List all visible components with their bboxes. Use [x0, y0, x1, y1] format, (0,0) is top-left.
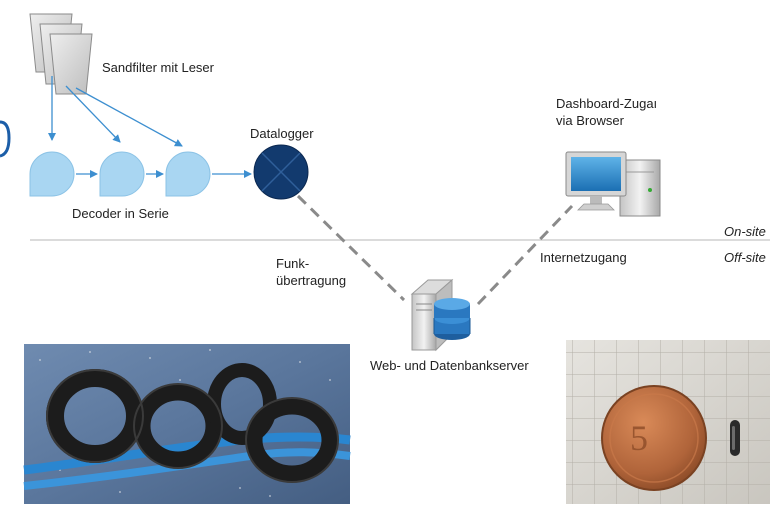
svg-text:5: 5 — [630, 418, 648, 458]
decoder-circle-icon — [29, 151, 211, 197]
server-label: Web- und Datenbankserver — [370, 358, 529, 373]
internet-link — [476, 204, 574, 306]
sandfilter-label: Sandfilter mit Leser — [102, 60, 214, 75]
radio-link — [296, 194, 406, 302]
funk-label-line2: übertragung — [276, 273, 347, 288]
onsite-label: On-site — [724, 224, 766, 239]
filter-arrows — [48, 76, 183, 147]
datalogger-label: Datalogger — [250, 126, 314, 141]
funk-label-line1: Funk- — [276, 256, 310, 271]
paper-stack-icon — [29, 13, 93, 95]
decoder-label: Decoder in Serie — [72, 206, 169, 221]
dashboard-label-line1: Dashboard-Zugaı — [556, 96, 658, 111]
dashboard-label-line2: via Browser — [556, 113, 624, 128]
edge-bracket-glyph — [0, 120, 11, 158]
database-server-icon — [410, 278, 471, 352]
reader-coils-photo — [23, 344, 351, 504]
desktop-computer-icon — [565, 151, 661, 217]
offsite-label: Off-site — [724, 250, 766, 265]
datalogger-icon — [253, 144, 309, 200]
internet-label: Internetzugang — [540, 250, 627, 265]
coin-and-tag-photo: 5 — [566, 340, 770, 504]
